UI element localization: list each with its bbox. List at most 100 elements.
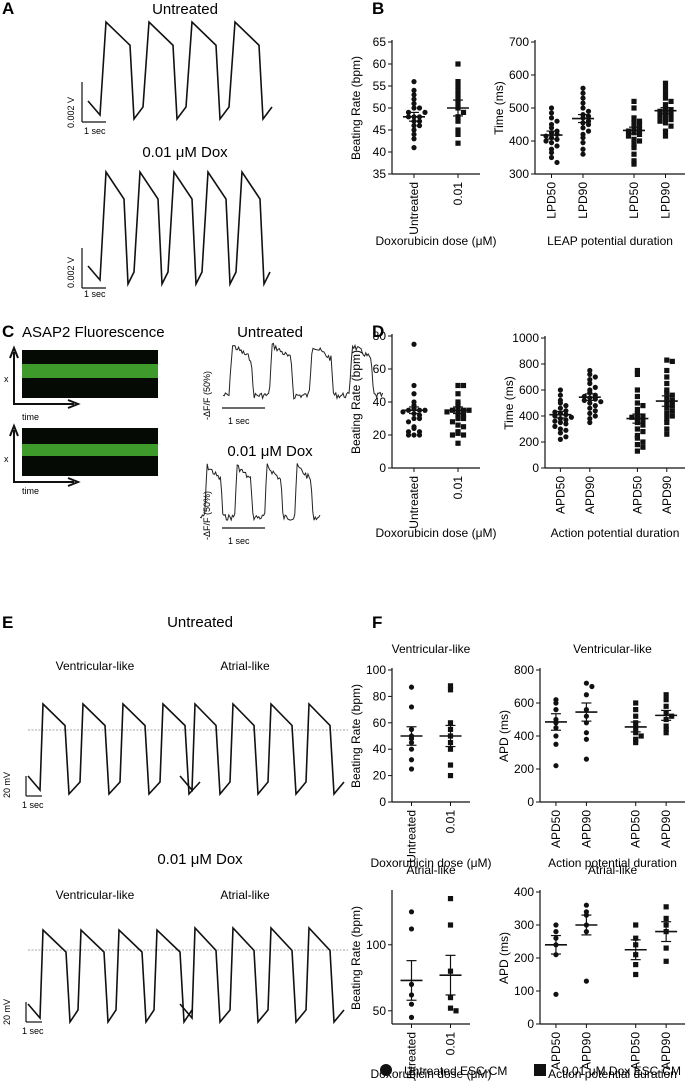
data-point-circle [411, 87, 417, 93]
trace-e-dox-ventricular [27, 928, 193, 1025]
y-axis-label: Beating Rate (bpm) [349, 350, 363, 454]
action-potential-waveform [27, 702, 201, 796]
panel-c-title-untreated: Untreated [237, 324, 303, 341]
panel-a-title-dox: 0.01 μM Dox [142, 144, 228, 161]
data-point-circle [568, 414, 575, 420]
y-tick-label: 300 [509, 167, 529, 181]
data-point-circle [585, 121, 592, 128]
data-point-square [631, 158, 637, 164]
data-point-square [631, 105, 637, 111]
y-tick-label: 20 [373, 428, 387, 442]
data-point-square [662, 90, 669, 96]
data-point-circle [548, 105, 555, 111]
fluorescence-trace [222, 342, 384, 401]
data-point-circle [416, 118, 423, 124]
data-point-square [634, 387, 640, 393]
x-tick-label: LPD90 [576, 182, 590, 219]
y-tick-label: 200 [519, 435, 539, 449]
data-point-circle [589, 683, 595, 690]
data-point-square [640, 444, 646, 450]
data-point-circle [592, 408, 598, 414]
data-point-circle [583, 730, 590, 736]
data-point-circle [585, 128, 592, 134]
data-point-square [455, 127, 461, 133]
y-tick-label: 40 [373, 395, 387, 409]
data-point-square [447, 773, 454, 779]
data-point-circle [587, 380, 593, 387]
data-point-circle [592, 413, 598, 419]
data-point-square [669, 408, 675, 414]
data-point-circle [583, 978, 590, 984]
data-point-circle [585, 108, 592, 114]
data-point-square [662, 133, 669, 139]
data-point-circle [408, 684, 415, 690]
data-point-circle [548, 115, 555, 121]
data-point-square [447, 995, 454, 1001]
panel-c-fluorescence-title: ASAP2 Fluorescence [22, 324, 165, 341]
data-point-circle [411, 131, 417, 137]
data-point-circle [592, 403, 598, 409]
y-tick-label: 80 [373, 689, 387, 703]
data-point-circle [554, 159, 560, 166]
chart-title: Ventricular-like [573, 642, 652, 656]
data-point-square [631, 151, 637, 157]
data-point-circle [552, 409, 558, 415]
data-point-circle [580, 95, 586, 101]
x-tick-label: LPD50 [627, 182, 641, 219]
data-point-square [634, 371, 640, 377]
data-point-square [662, 102, 669, 108]
data-point-circle [587, 400, 593, 406]
data-point-circle [583, 902, 590, 908]
data-point-square [668, 116, 674, 123]
data-point-square [668, 112, 674, 118]
x-tick-label: 0.01 [444, 810, 458, 834]
data-point-circle [553, 929, 559, 935]
panel-letter-a: A [2, 0, 14, 18]
data-point-circle [557, 426, 564, 432]
y-tick-label: 0 [527, 1017, 534, 1031]
data-point-square [460, 382, 467, 389]
data-point-circle [580, 151, 586, 157]
data-point-circle [553, 991, 559, 997]
panel-letter-d: D [372, 322, 384, 341]
data-point-circle [557, 430, 564, 436]
x-axis-label: Doxorubicin dose (μM) [371, 1067, 492, 1081]
data-point-square [633, 730, 639, 736]
data-point-square [664, 426, 670, 432]
data-point-square [636, 121, 643, 128]
data-point-circle [557, 436, 564, 442]
data-point-circle [598, 399, 604, 405]
y-tick-label: 100 [366, 663, 386, 677]
data-point-circle [592, 384, 598, 390]
trace-c-untreated [222, 342, 384, 401]
data-point-circle [587, 377, 593, 383]
data-point-square [662, 120, 669, 126]
data-point-circle [557, 387, 564, 393]
data-point-square [449, 432, 456, 438]
data-point-circle [554, 118, 560, 124]
data-point-square [455, 118, 461, 124]
data-point-square [455, 422, 461, 428]
data-point-square [664, 431, 670, 437]
x-tick-label: APD90 [659, 810, 673, 848]
data-point-square [663, 915, 669, 921]
trace-e-untreated-atrial [179, 702, 345, 797]
panel-letter-f: F [372, 613, 382, 632]
x-tick-label: APD90 [583, 476, 597, 514]
x-tick-label: 0.01 [451, 182, 465, 206]
trace-a-untreated [87, 20, 273, 122]
y-tick-label: 45 [373, 123, 387, 137]
data-point-circle [411, 432, 417, 438]
data-point-square [662, 115, 669, 121]
x-tick-label: Untreated [407, 476, 421, 529]
x-tick-label: APD50 [629, 810, 643, 848]
data-point-square [447, 746, 454, 752]
data-point-square [663, 692, 669, 698]
data-point-square [663, 945, 669, 951]
linescan-stripe-untreated [22, 364, 158, 378]
data-point-circle [408, 926, 415, 932]
data-point-circle [548, 110, 555, 116]
data-point-square [631, 141, 637, 147]
